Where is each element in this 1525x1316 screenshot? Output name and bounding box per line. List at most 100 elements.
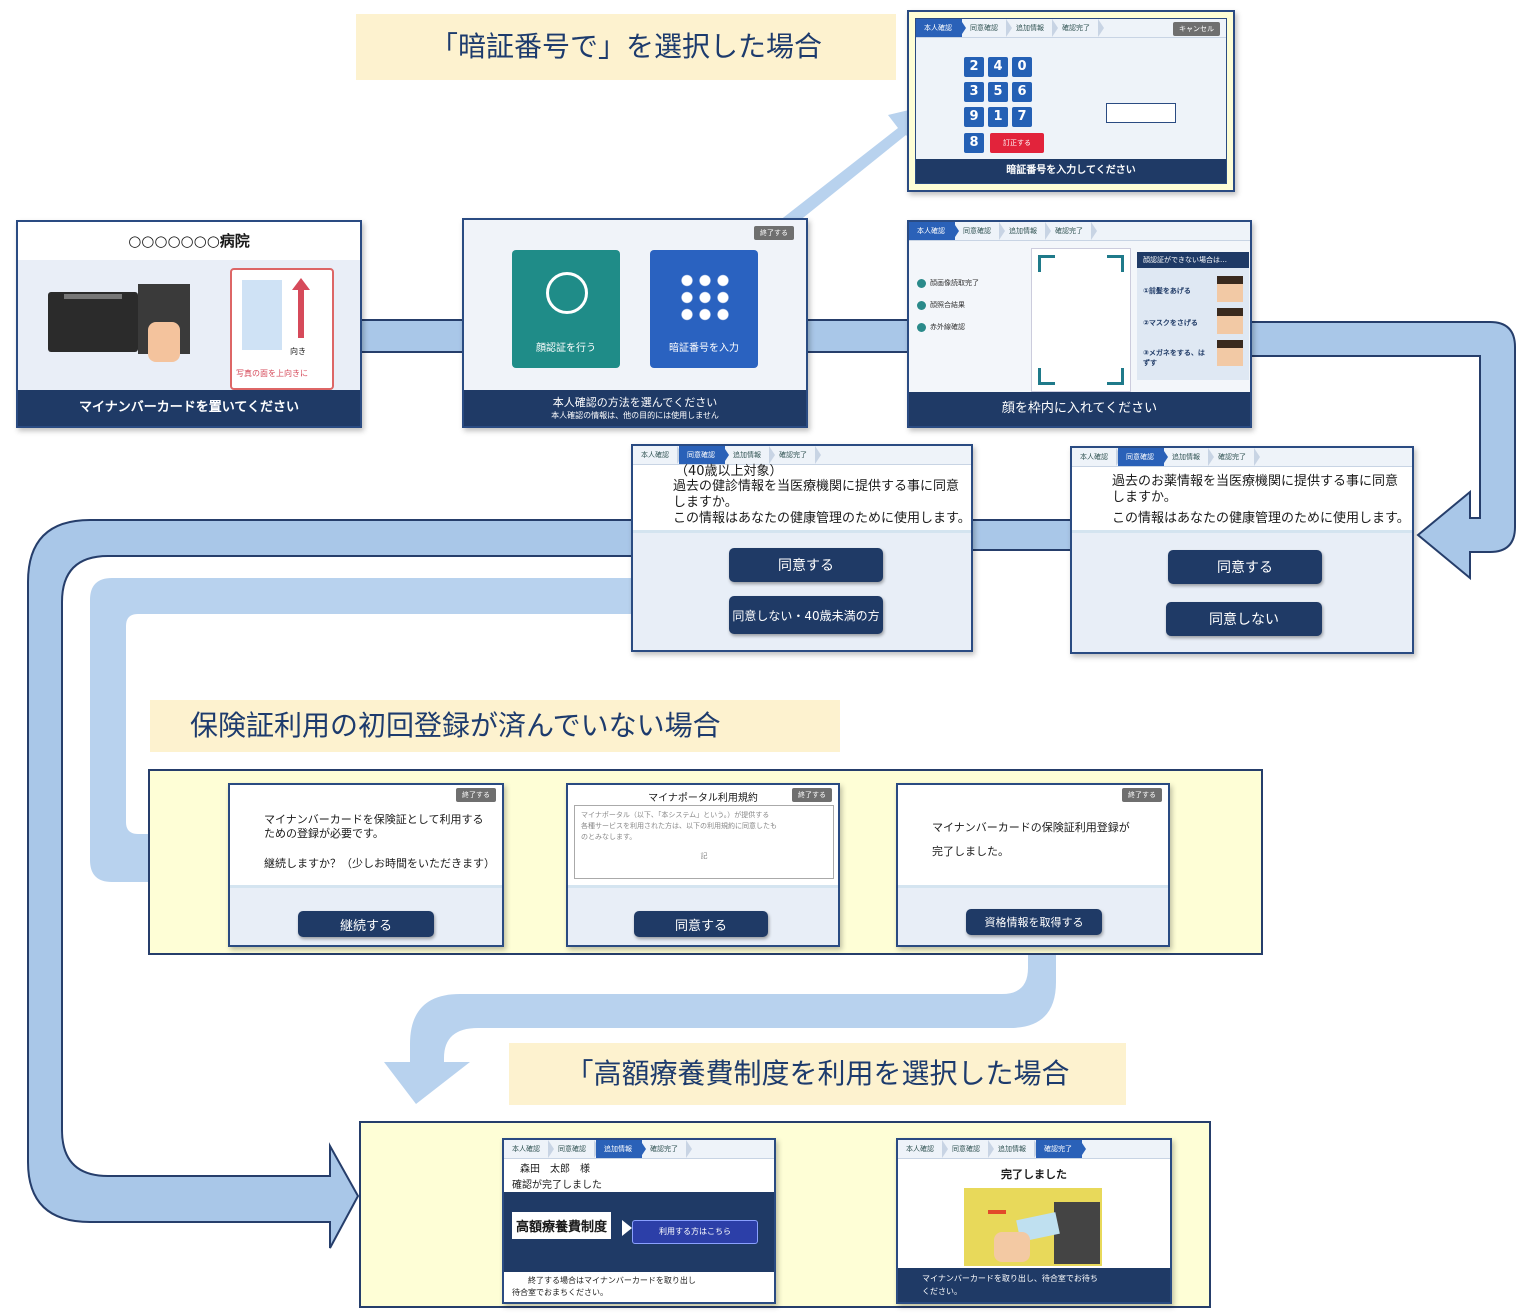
- correct-button[interactable]: 訂正する: [990, 133, 1044, 153]
- highcost-footer-1: 終了する場合はマイナンバーカードを取り出し: [528, 1276, 696, 1285]
- label-pin-text: 「暗証番号で」を選択した場合: [429, 30, 822, 63]
- step-complete: 確認完了: [1036, 1140, 1086, 1158]
- face-footer: 顔を枠内に入れてください: [909, 392, 1250, 426]
- register-text-2: ための登録が必要です。: [264, 827, 384, 840]
- pin-key[interactable]: 2: [964, 57, 984, 77]
- checkup-question-2: しますか。: [673, 495, 738, 510]
- end-button[interactable]: 終了する: [792, 788, 832, 802]
- face-avatar-icon: [1217, 340, 1243, 366]
- step-additional: 追加情報: [1164, 448, 1214, 466]
- hospital-name: ○○○○○○○病院: [128, 232, 250, 250]
- card-reader-device: [48, 292, 138, 352]
- step-consent: 同意確認: [550, 1140, 600, 1158]
- step-additional: 追加情報: [596, 1140, 646, 1158]
- pin-key[interactable]: 9: [964, 107, 984, 127]
- face-avatar-icon: [1217, 308, 1243, 334]
- pin-entry-label: 暗証番号を入力: [669, 343, 739, 354]
- screen-medication-consent: 本人確認 同意確認 追加情報 確認完了 過去のお薬情報を当医療機関に提供する事に…: [1070, 446, 1414, 654]
- pin-key[interactable]: 1: [988, 107, 1008, 127]
- step-additional: 追加情報: [725, 446, 775, 464]
- screen-checkup-consent: 本人確認 同意確認 追加情報 確認完了 （40歳以上対象） 過去の健診情報を当医…: [631, 444, 973, 652]
- medication-agree-button[interactable]: 同意する: [1168, 550, 1322, 584]
- step-complete: 確認完了: [1047, 222, 1097, 240]
- frame-corner: [1038, 255, 1055, 272]
- step-identity: 本人確認: [633, 446, 683, 464]
- remove-card-illustration: [964, 1188, 1102, 1266]
- pin-key[interactable]: 5: [988, 82, 1008, 102]
- checkup-steps: 本人確認 同意確認 追加情報 確認完了: [633, 446, 971, 465]
- screen-complete: 本人確認 同意確認 追加情報 確認完了 完了しました マイナンバーカードを取り出…: [896, 1138, 1172, 1304]
- pin-key[interactable]: 7: [1012, 107, 1032, 127]
- terms-body-1: マイナポータル（以下、「本システム」という。）が提供する: [581, 811, 770, 819]
- smile-face-icon: [546, 272, 588, 314]
- screen-card-placement: ○○○○○○○病院 向き 写真の面を上向きに マイナンバーカードを置いてください: [16, 220, 362, 428]
- highcost-system-label: 高額療養費制度: [512, 1212, 612, 1239]
- checkup-agree-button[interactable]: 同意する: [729, 548, 883, 582]
- medication-disagree-button[interactable]: 同意しない: [1166, 602, 1322, 636]
- label-pin-selected: 「暗証番号で」を選択した場合: [356, 14, 896, 80]
- card-footer: マイナンバーカードを置いてください: [18, 390, 360, 426]
- pin-input-field[interactable]: [1106, 103, 1176, 123]
- step-consent: 同意確認: [679, 446, 729, 464]
- reader-illustration: [1054, 1202, 1100, 1264]
- step-complete: 確認完了: [1210, 448, 1260, 466]
- register-text-1: マイナンバーカードを保険証として利用する: [264, 813, 484, 826]
- tip-glasses: ③メガネをする、はずす: [1143, 349, 1205, 367]
- use-highcost-button[interactable]: 利用する方はこちら: [632, 1220, 758, 1244]
- highcost-footer-2: 待合室でおまちください。: [512, 1288, 608, 1297]
- medication-question-3: この情報はあなたの健康管理のために使用します。: [1112, 511, 1410, 526]
- end-button[interactable]: 終了する: [1122, 788, 1162, 802]
- step-additional: 追加情報: [1008, 19, 1058, 37]
- screen-high-cost-select: 本人確認 同意確認 追加情報 確認完了 森田 太郎 様 確認が完了しました 高額…: [502, 1138, 776, 1304]
- medication-question-1: 過去のお薬情報を当医療機関に提供する事に同意: [1112, 474, 1399, 489]
- step-identity: 本人確認: [909, 222, 959, 240]
- done-footer-2: ください。: [922, 1287, 962, 1296]
- step-identity: 本人確認: [1072, 448, 1122, 466]
- method-footer-main: 本人確認の方法を選んでください: [552, 396, 718, 409]
- terms-agree-button[interactable]: 同意する: [634, 911, 768, 937]
- step-complete: 確認完了: [771, 446, 821, 464]
- arrow-up-head: [292, 278, 310, 290]
- arrow-loop-outer: [27, 519, 633, 1249]
- screen-pin-entry: 本人確認 同意確認 追加情報 確認完了 キャンセル 2 4 0 3 5 6 9 …: [907, 10, 1235, 192]
- arrow-left-icon: [988, 1210, 1006, 1214]
- hint-direction: 向き: [290, 347, 306, 356]
- get-eligibility-button[interactable]: 資格情報を取得する: [966, 909, 1102, 935]
- reader-slot: [64, 294, 122, 299]
- step-identity: 本人確認: [898, 1140, 948, 1158]
- step-consent: 同意確認: [1118, 448, 1168, 466]
- register-text-3: 継続しますか？（少しお時間をいただきます）: [264, 857, 495, 870]
- pin-key[interactable]: 6: [1012, 82, 1032, 102]
- terms-textbox[interactable]: マイナポータル（以下、「本システム」という。）が提供する 各種サービスを利用され…: [574, 805, 834, 879]
- highcost-band: 高額療養費制度 利用する方はこちら: [504, 1192, 774, 1272]
- continue-button[interactable]: 継続する: [298, 911, 434, 937]
- pin-key[interactable]: 3: [964, 82, 984, 102]
- tip-bangs: ①前髪をあげる: [1143, 287, 1191, 295]
- done-footer: マイナンバーカードを取り出し、待合室でお待ち ください。: [898, 1268, 1170, 1302]
- checkup-target-note: （40歳以上対象）: [675, 464, 783, 479]
- end-button[interactable]: 終了する: [754, 226, 794, 240]
- status-face-read: 顔画像読取完了: [917, 278, 979, 288]
- pin-key[interactable]: 0: [1012, 57, 1032, 77]
- checkup-disagree-button[interactable]: 同意しない・40歳未満の方: [729, 596, 883, 634]
- arrow-up-icon: [298, 288, 304, 338]
- complete-title: 完了しました: [1001, 1168, 1067, 1181]
- terms-body-3: のとみなします。: [581, 833, 637, 841]
- terms-body-2: 各種サービスを利用された方は、以下の利用規約に同意したも: [581, 822, 777, 830]
- label-insurance: 保険証利用の初回登録が済んでいない場合: [150, 700, 840, 752]
- help-title: 顔認証ができない場合は…: [1137, 252, 1249, 268]
- pin-entry-button[interactable]: 暗証番号を入力: [650, 250, 758, 368]
- mynumber-card-icon: [242, 280, 282, 350]
- face-auth-button[interactable]: 顔認証を行う: [512, 250, 620, 368]
- arrow-uturn-right: [1249, 321, 1516, 581]
- pin-key[interactable]: 8: [964, 133, 984, 153]
- cancel-button[interactable]: キャンセル: [1173, 22, 1220, 36]
- confirmation-text: 確認が完了しました: [512, 1180, 602, 1191]
- screen-register-required: 終了する マイナンバーカードを保険証として利用する ための登録が必要です。 継続…: [228, 783, 504, 947]
- screen-method-select: 終了する 顔認証を行う 暗証番号を入力 本人確認の方法を選んでください 本人確認…: [462, 218, 808, 428]
- end-button[interactable]: 終了する: [456, 788, 496, 802]
- terms-title: マイナポータル利用規約: [648, 793, 758, 804]
- frame-corner: [1038, 368, 1055, 385]
- pin-key[interactable]: 4: [988, 57, 1008, 77]
